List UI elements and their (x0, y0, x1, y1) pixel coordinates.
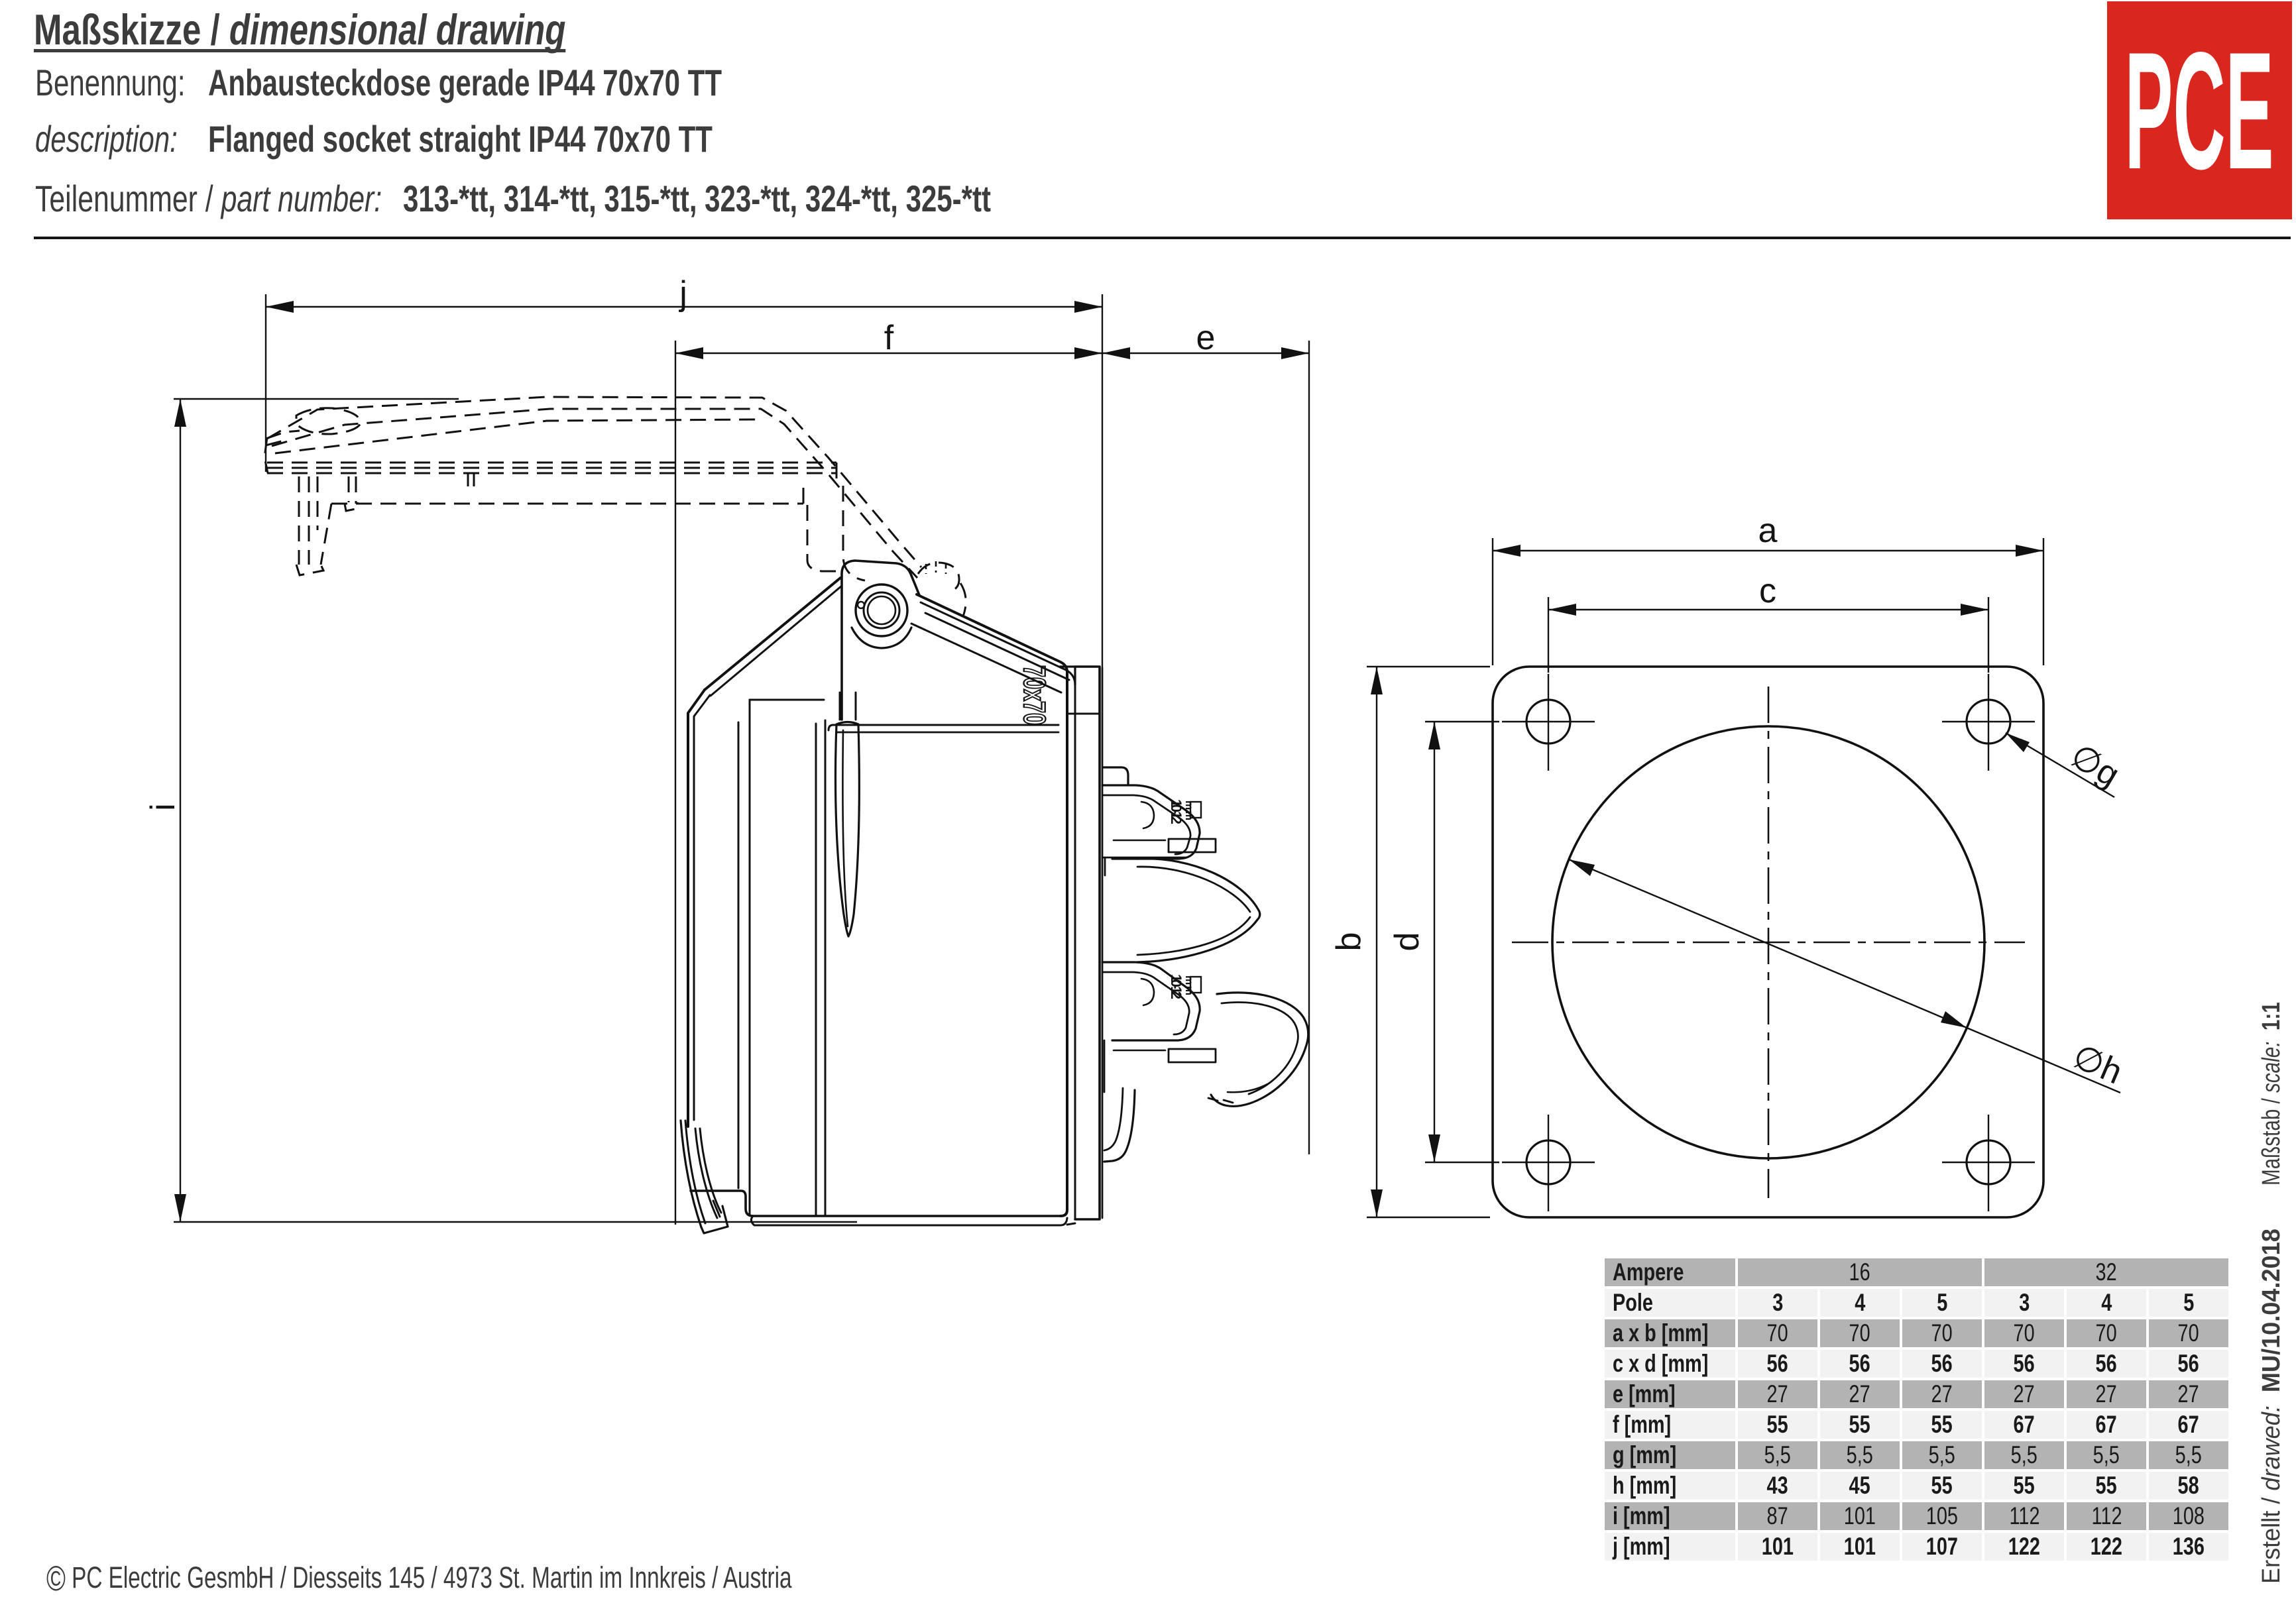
svg-text:c: c (1759, 572, 1776, 610)
svg-text:j: j (678, 274, 687, 313)
svg-text:f: f (884, 319, 894, 357)
svg-text:mm: mm (1183, 975, 1194, 995)
svg-text:∅g: ∅g (2064, 737, 2126, 795)
svg-text:mm: mm (1183, 800, 1194, 820)
svg-text:70x70: 70x70 (1017, 665, 1052, 725)
svg-text:e: e (1196, 319, 1216, 357)
svg-text:d: d (1388, 932, 1426, 952)
svg-text:10-12: 10-12 (1168, 799, 1184, 824)
svg-text:10-12: 10-12 (1168, 974, 1184, 999)
svg-text:a: a (1758, 512, 1778, 550)
svg-text:∅h: ∅h (2067, 1037, 2128, 1091)
svg-text:i: i (144, 803, 182, 811)
svg-text:b: b (1330, 932, 1368, 952)
svg-text:PCE: PCE (2125, 18, 2274, 204)
